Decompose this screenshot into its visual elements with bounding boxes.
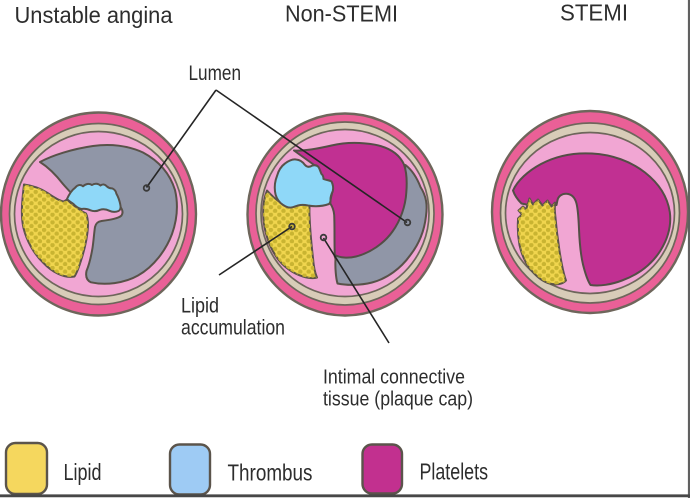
svg-text:Unstable angina: Unstable angina <box>15 2 173 28</box>
svg-text:Lumen: Lumen <box>189 62 242 85</box>
svg-text:tissue (plaque cap): tissue (plaque cap) <box>323 388 473 411</box>
svg-text:Lipid: Lipid <box>64 459 102 485</box>
svg-text:Platelets: Platelets <box>420 459 489 485</box>
svg-text:Lipid: Lipid <box>181 295 219 318</box>
svg-text:STEMI: STEMI <box>560 0 628 26</box>
svg-text:Intimal connective: Intimal connective <box>323 366 465 389</box>
svg-text:Non-STEMI: Non-STEMI <box>285 1 398 27</box>
svg-text:accumulation: accumulation <box>181 317 285 340</box>
svg-text:Thrombus: Thrombus <box>228 460 313 486</box>
